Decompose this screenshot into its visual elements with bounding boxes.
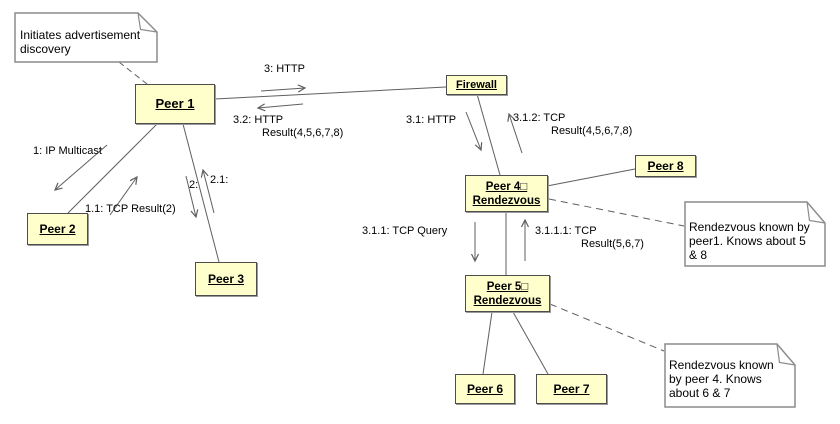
message-line1: 3.1.2: TCP [513, 112, 566, 124]
arrow-msg-2.1 [203, 170, 215, 214]
node-peer-6[interactable]: Peer 6 [455, 374, 515, 404]
node-label: Peer 1 [155, 96, 195, 111]
link-peer1-peer3 [182, 123, 220, 263]
arrow-msg-1.1 [109, 177, 137, 216]
note-shape-rendezvous1[interactable] [684, 201, 826, 267]
link-peer5-peer7 [512, 311, 549, 375]
node-firewall[interactable]: Firewall [446, 75, 507, 95]
node-label: Peer 6 [466, 382, 504, 396]
node-label: Peer 8 [647, 159, 684, 173]
link-peer1-peer2 [67, 123, 158, 214]
note-text-initiates: Initiates advertisement discovery [20, 28, 141, 56]
node-label: Peer 5□ [486, 280, 529, 293]
arrow-msg-2 [185, 175, 196, 217]
node-sublabel: Rendezvous [473, 294, 542, 307]
arrow-msg-3.1.2 [509, 114, 523, 154]
node-label: Firewall [456, 79, 497, 91]
anchor-note-initiates [118, 61, 148, 85]
note-fold-icon [137, 12, 158, 33]
node-sublabel: Rendezvous [472, 194, 541, 207]
node-peer-7[interactable]: Peer 7 [536, 374, 607, 404]
note-shape-rendezvous2[interactable] [664, 343, 796, 408]
message-label-3.2: 3.2: HTTP Result(4,5,6,7,8) [233, 114, 343, 140]
note-fold-icon [806, 201, 826, 224]
note-text-rendezvous1: Rendezvous known by peer1. Knows about 5… [689, 220, 810, 262]
message-label-3.1: 3.1: HTTP [406, 114, 457, 126]
message-label-1: 1: IP Multicast [33, 145, 102, 157]
note-shape-initiates[interactable] [14, 12, 158, 63]
node-label: Peer 2 [39, 222, 76, 236]
arrow-msg-3 [260, 88, 305, 91]
note-fold-icon [776, 343, 796, 366]
node-peer-3[interactable]: Peer 3 [195, 262, 257, 296]
message-label-2: 2: [189, 179, 199, 191]
node-label: Peer 3 [207, 272, 245, 286]
node-peer-1[interactable]: Peer 1 [135, 84, 215, 124]
node-peer-2[interactable]: Peer 2 [27, 213, 88, 245]
node-peer-5-rendezvous[interactable]: Peer 5□ Rendezvous [465, 275, 550, 312]
anchor-note-rendezvous2 [549, 303, 665, 352]
node-peer-8[interactable]: Peer 8 [635, 155, 696, 177]
message-line2: Result(5,6,7) [581, 238, 644, 250]
message-line2: Result(4,5,6,7,8) [551, 125, 633, 137]
node-label: Peer 4□ [485, 180, 528, 193]
message-line1: 3.2: HTTP [233, 114, 284, 126]
link-firewall-peer4 [476, 93, 501, 176]
message-label-3: 3: HTTP [264, 63, 305, 75]
message-label-3.1.1: 3.1.1: TCP Query [362, 225, 448, 237]
message-label-1.1: 1.1: TCP Result(2) [85, 203, 176, 215]
message-line1: 3.1.1.1: TCP [535, 225, 597, 237]
note-text-rendezvous2: Rendezvous known by peer 4. Knows about … [669, 358, 774, 400]
link-peer1-firewall [214, 86, 447, 100]
node-peer-4-rendezvous[interactable]: Peer 4□ Rendezvous [465, 175, 548, 212]
node-label: Peer 7 [553, 382, 590, 396]
message-label-3.1.1.1: 3.1.1.1: TCP Result(5,6,7) [535, 225, 644, 251]
link-peer4-peer8 [546, 168, 636, 187]
arrow-msg-3.2 [258, 104, 304, 108]
message-label-3.1.2: 3.1.2: TCP Result(4,5,6,7,8) [513, 112, 632, 138]
arrow-msg-1 [55, 144, 108, 190]
message-line2: Result(4,5,6,7,8) [262, 127, 344, 139]
message-label-2.1: 2.1: [210, 174, 229, 186]
arrow-msg-3.1 [465, 111, 481, 150]
anchor-note-rendezvous1 [548, 198, 685, 227]
link-peer5-peer6 [482, 311, 493, 375]
